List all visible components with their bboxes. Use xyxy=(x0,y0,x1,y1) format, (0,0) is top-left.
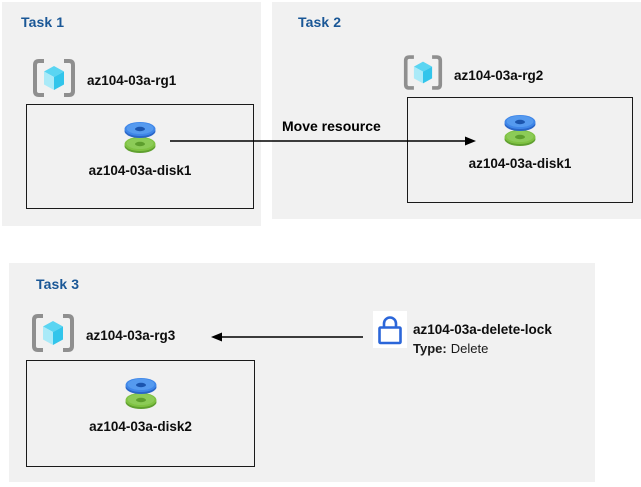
panel-task-2: Task 2 az104-03a-rg2 xyxy=(272,2,641,219)
disk-label: az104-03a-disk2 xyxy=(89,419,192,434)
lock-type-line: Type:Delete xyxy=(413,339,552,358)
lock-type-value: Delete xyxy=(450,341,489,356)
task-3-title: Task 3 xyxy=(36,276,80,292)
task-3-resource-group: az104-03a-rg3 xyxy=(31,313,175,358)
panel-task-3: Task 3 az104-03a-rg3 xyxy=(9,263,595,482)
resource-group-label: az104-03a-rg1 xyxy=(87,73,177,88)
resource-group-icon xyxy=(32,58,76,103)
task-2-title: Task 2 xyxy=(298,14,342,30)
task-1-title: Task 1 xyxy=(21,14,65,30)
task-1-resource-group: az104-03a-rg1 xyxy=(32,58,176,103)
resource-group-label: az104-03a-rg3 xyxy=(86,328,176,343)
disk-label: az104-03a-disk1 xyxy=(468,156,572,171)
lock-icon xyxy=(373,311,407,348)
lock-name-label: az104-03a-delete-lock xyxy=(413,322,552,337)
disk-label: az104-03a-disk1 xyxy=(88,163,192,178)
panel-task-1: Task 1 az104-03a-rg1 xyxy=(2,2,261,226)
disk-icon xyxy=(120,118,160,156)
task-1-resource-box: az104-03a-disk1 xyxy=(26,104,254,209)
task-2-resource-group: az104-03a-rg2 xyxy=(403,54,543,96)
resource-group-icon xyxy=(403,54,443,96)
lock-type-label: Type: xyxy=(413,341,447,356)
resource-group-icon xyxy=(31,313,75,358)
resource-group-label: az104-03a-rg2 xyxy=(454,67,544,83)
task-2-resource-box: az104-03a-disk1 xyxy=(407,97,633,203)
disk-icon xyxy=(500,111,540,149)
task-3-resource-box: az104-03a-disk2 xyxy=(26,360,255,467)
lock-annotation: az104-03a-delete-lock Type:Delete xyxy=(413,320,552,358)
move-resource-label: Move resource xyxy=(282,118,381,134)
disk-icon xyxy=(121,374,161,412)
